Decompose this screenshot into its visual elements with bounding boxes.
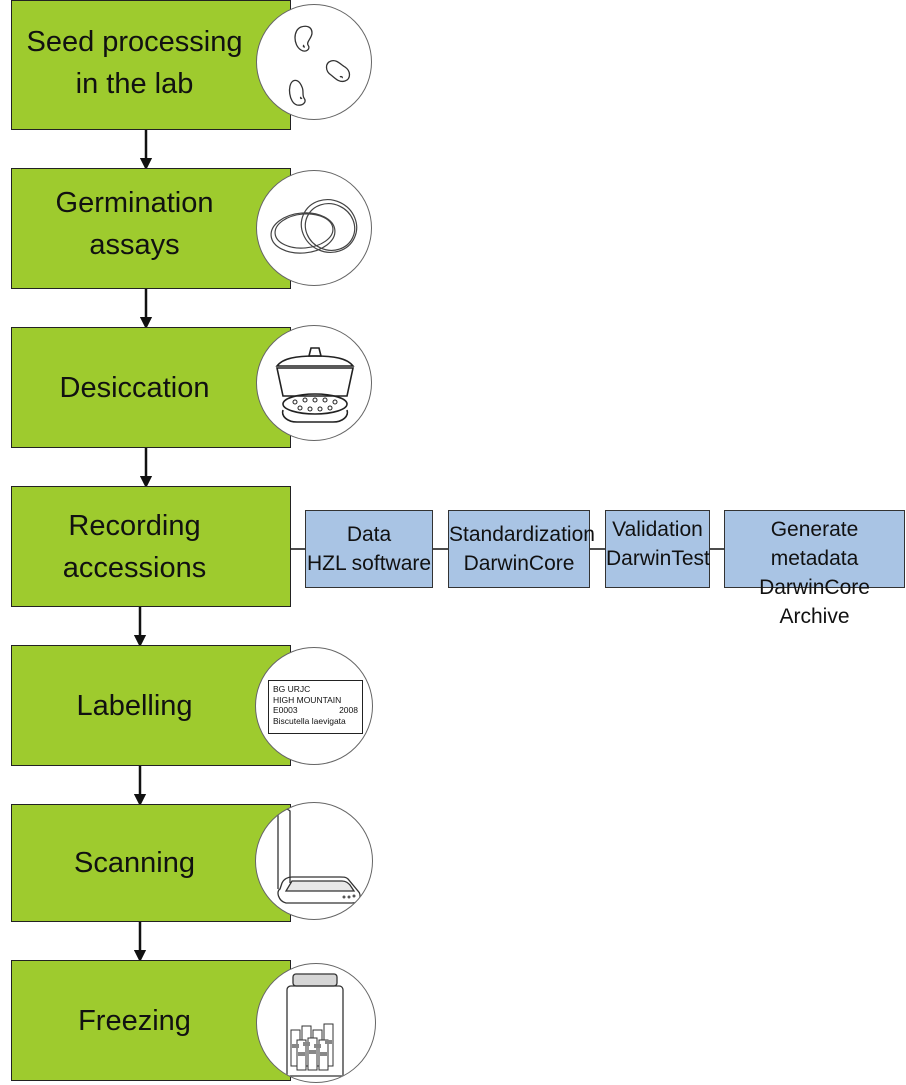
label-card-code-row: E0003 2008 xyxy=(273,705,358,716)
data-box-standardization-line2: DarwinCore xyxy=(463,552,575,575)
step-scanning: Scanning xyxy=(11,804,291,922)
step-labelling-label: Labelling xyxy=(76,690,193,722)
data-box-validation-line1: Validation xyxy=(612,518,703,541)
data-box-metadata: Generate metadata DarwinCore Archive xyxy=(724,510,905,628)
data-box-hzl: Data HZL software xyxy=(305,510,433,588)
step-desiccation: Desiccation xyxy=(11,327,291,448)
jar-icon xyxy=(256,963,376,1083)
label-card-line2: HIGH MOUNTAIN xyxy=(273,694,342,705)
data-box-standardization-line1: Standardization xyxy=(449,523,595,546)
data-box-validation-line2: DarwinTest xyxy=(606,547,710,570)
data-box-metadata-line2: DarwinCore Archive xyxy=(759,576,870,628)
data-box-hzl-line1: Data xyxy=(346,523,392,546)
data-box-metadata-line1: Generate metadata xyxy=(770,518,859,570)
scanner-icon xyxy=(255,802,373,920)
step-seed-processing-label: Seed processing in the lab xyxy=(26,26,243,100)
label-card-line1: BG URJC xyxy=(273,684,311,694)
step-recording-accessions: Recording accessions xyxy=(11,486,291,607)
label-card-species: Biscutella laevigata xyxy=(273,715,346,726)
step-recording-accessions-label: Recording accessions xyxy=(62,510,207,584)
seeds-icon xyxy=(256,4,372,120)
step-scanning-label: Scanning xyxy=(74,847,195,879)
label-card-icon: BG URJC HIGH MOUNTAIN E0003 2008 Biscute… xyxy=(255,647,373,765)
step-germination-assays-label: Germination assays xyxy=(55,187,214,261)
step-germination-assays: Germination assays xyxy=(11,168,291,289)
accession-label-card: BG URJC HIGH MOUNTAIN E0003 2008 Biscute… xyxy=(268,680,363,734)
data-box-validation: Validation DarwinTest xyxy=(605,510,710,588)
step-desiccation-label: Desiccation xyxy=(59,372,210,404)
desiccator-icon xyxy=(256,325,372,441)
label-card-year: 2008 xyxy=(339,705,358,715)
step-labelling: Labelling xyxy=(11,645,291,766)
step-seed-processing: Seed processing in the lab xyxy=(11,0,291,130)
step-freezing-label: Freezing xyxy=(78,1005,191,1037)
data-box-standardization: Standardization DarwinCore xyxy=(448,510,595,588)
data-box-hzl-line2: HZL software xyxy=(306,552,432,575)
step-freezing: Freezing xyxy=(11,960,291,1081)
label-card-code: E0003 xyxy=(273,705,298,715)
petri-dish-icon xyxy=(256,170,372,286)
